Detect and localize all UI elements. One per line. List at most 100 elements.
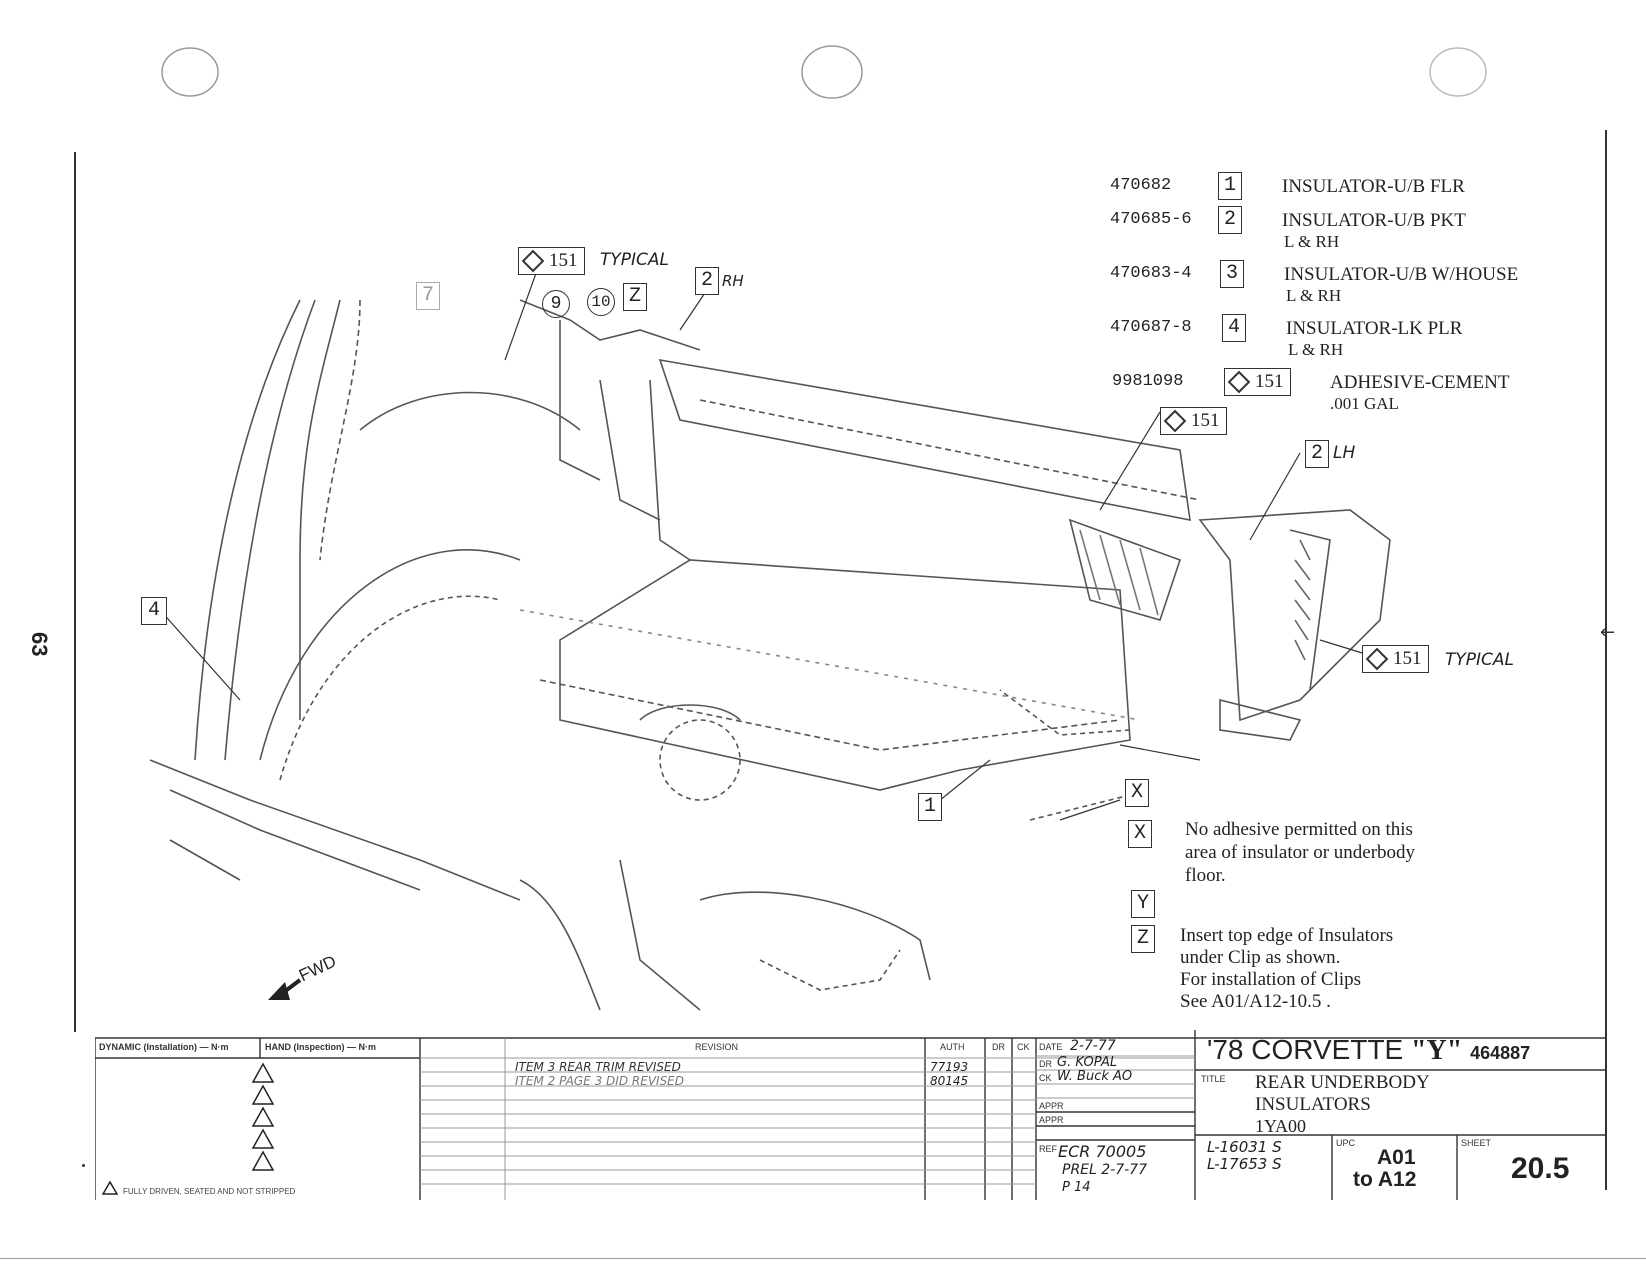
part-key: 4 [1222,314,1246,342]
note-y-key: Y [1131,890,1155,918]
callout-4: 4 [141,597,167,625]
title-label: TITLE [1201,1074,1226,1084]
adhesive-callout-mid: 151 [1160,407,1227,435]
part-desc: INSULATOR-LK PLR [1286,318,1463,339]
part-number: 470682 [1110,176,1172,195]
drafter-label: DR [1039,1059,1052,1069]
note-x-key: X [1128,820,1152,848]
lh-label: LH [1333,443,1356,463]
part-desc: INSULATOR-U/B W/HOUSE [1284,264,1519,285]
drafter-value: G. KOPAL [1057,1055,1118,1070]
drawing-number: 464887 [1470,1043,1531,1063]
binder-hole [801,45,863,99]
hand-label: HAND (Inspection) — N·m [265,1042,376,1052]
model-title: '78 CORVETTE "Y" 464887 [1207,1034,1530,1067]
model-title-y: "Y" [1411,1035,1463,1066]
margin-dot [82,1164,85,1167]
part-desc: INSULATOR-U/B FLR [1282,176,1465,197]
title-block: DYNAMIC (Installation) — N·m HAND (Inspe… [95,1030,1605,1200]
revision-2: ITEM 2 PAGE 3 DID REVISED [515,1074,685,1088]
title-block-grid [95,1030,1605,1200]
callout-z-top: Z [623,283,647,311]
ref-value-1: ECR 70005 [1058,1142,1147,1161]
note-z-line2: under Clip as shown. [1180,947,1341,968]
note-x-line1: No adhesive permitted on this [1185,819,1413,840]
revision-1-auth: 77193 [930,1060,969,1074]
title-line-2: INSULATORS [1255,1094,1371,1115]
adhesive-callout-right-num: 151 [1393,648,1422,669]
upc-label: UPC [1336,1138,1356,1148]
revision-1: ITEM 3 REAR TRIM REVISED [515,1060,681,1074]
fwd-arrow-icon [268,978,302,1000]
note-z-line4: See A01/A12-10.5 . [1180,991,1331,1012]
typical-label-right: TYPICAL [1445,650,1515,670]
bottom-edge [0,1258,1646,1259]
right-border [1605,130,1607,1190]
typical-label-top: TYPICAL [600,250,670,270]
note-z-line3: For installation of Clips [1180,969,1362,990]
callout-1: 1 [918,793,942,821]
upc-value-1: A01 [1377,1146,1416,1169]
binder-hole [1429,47,1487,97]
auth-header: AUTH [940,1042,965,1052]
part-desc-2: L & RH [1286,286,1342,305]
part-key: 1 [1218,172,1242,200]
part-number: 470683-4 [1110,264,1192,283]
title-line-1: REAR UNDERBODY [1255,1072,1430,1093]
ref-label: REF [1039,1144,1057,1154]
adhesive-callout-right: 151 [1362,645,1429,673]
part-desc-2: .001 GAL [1330,394,1399,413]
upc-value-2: to A12 [1353,1168,1417,1191]
adhesive-callout-mid-num: 151 [1191,410,1220,431]
dynamic-label: DYNAMIC (Installation) — N·m [99,1042,229,1052]
model-title-text: '78 CORVETTE [1207,1034,1411,1065]
binder-hole [161,47,219,97]
adhesive-callout-top-num: 151 [549,250,578,271]
callout-10-num: 10 [591,293,611,311]
note-z-key: Z [1131,925,1155,953]
part-number: 470685-6 [1110,210,1192,229]
part-desc-2: L & RH [1284,232,1340,251]
part-key: 2 [1218,206,1242,234]
part-number: 9981098 [1112,372,1184,391]
appr-label-1: APPR [1039,1101,1064,1111]
callout-9: 9 [542,290,570,318]
part-desc-2: L & RH [1288,340,1344,359]
adhesive-callout-top: 151 [518,247,585,275]
part-key-adhesive: 151 [1224,368,1291,396]
callout-x-drawing: X [1125,779,1149,807]
ref-std-1: L-16031 S [1207,1138,1282,1156]
ck-header: CK [1017,1042,1030,1052]
ref-std-2: L-17653 S [1207,1155,1282,1173]
right-arrow-mark: ← [1600,622,1616,643]
note-z-line1: Insert top edge of Insulators [1180,925,1394,946]
sheet-value: 20.5 [1511,1152,1570,1185]
callout-2-lh: 2 [1305,440,1329,468]
part-desc: ADHESIVE-CEMENT [1330,372,1510,393]
part-desc: INSULATOR-U/B PKT [1282,210,1466,231]
callout-10: 10 [587,288,615,316]
ref-value-3: P 14 [1062,1180,1091,1195]
rh-label: RH [722,272,744,290]
callout-9-num: 9 [550,294,562,314]
dr-header-label: DR [992,1042,1005,1052]
note-x-line3: floor. [1185,865,1226,886]
date-value: 2-7-77 [1070,1038,1116,1054]
callout-7: 7 [416,282,440,310]
note-x-line2: area of insulator or underbody [1185,842,1416,863]
callout-2-rh: 2 [695,267,719,295]
ref-value-2: PREL 2-7-77 [1062,1162,1147,1178]
sheet-label: SHEET [1461,1138,1492,1148]
revision-header: REVISION [695,1042,739,1052]
checker-value: W. Buck AO [1057,1069,1133,1084]
part-key: 3 [1220,260,1244,288]
title-line-3: 1YA00 [1255,1116,1307,1136]
part-number: 470687-8 [1110,318,1192,337]
date-label: DATE [1039,1042,1063,1052]
checker-label: CK [1039,1073,1052,1083]
footnote: FULLY DRIVEN, SEATED AND NOT STRIPPED [123,1187,296,1196]
underbody-illustration [149,261,1391,1011]
left-border [74,152,76,1032]
appr-label-2: APPR [1039,1115,1064,1125]
revision-2-auth: 80145 [930,1074,969,1088]
